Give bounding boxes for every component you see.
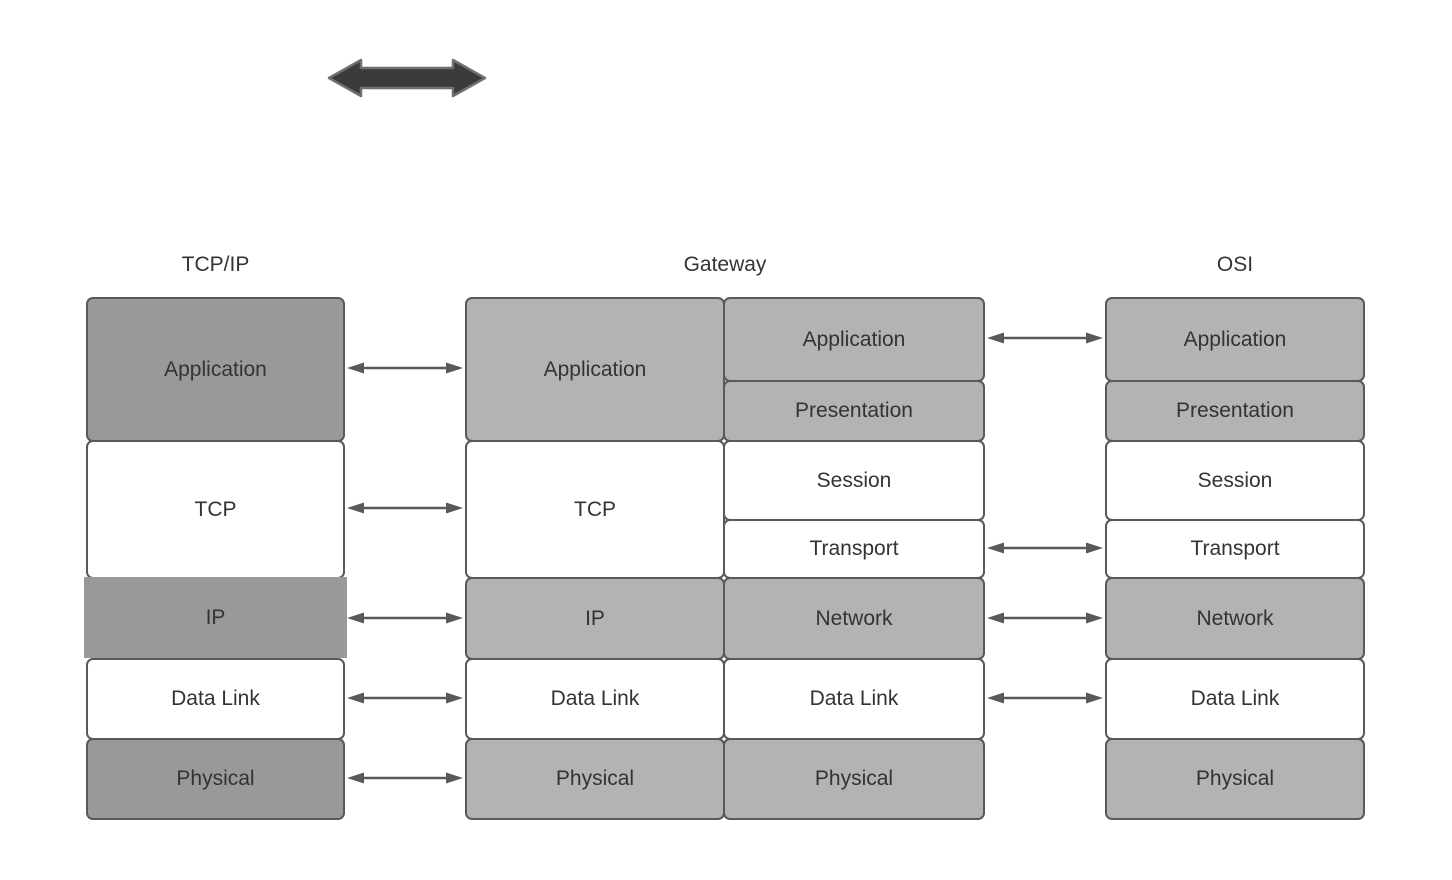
arrow-gateway-osi-network xyxy=(987,612,1103,624)
gateway-right-layer-network: Network xyxy=(723,577,985,660)
osi-layer-application: Application xyxy=(1105,297,1365,382)
gateway-right-layer-physical: Physical xyxy=(723,738,985,820)
osi-layer-physical: Physical xyxy=(1105,738,1365,820)
gateway-left-layer-data-link: Data Link xyxy=(465,658,725,740)
tcpip-layer-tcp: TCP xyxy=(86,440,345,579)
column-header-osi: OSI xyxy=(1216,253,1254,276)
arrow-gateway-osi-transport xyxy=(987,542,1103,554)
column-header-tcpip: TCP/IP xyxy=(181,253,250,276)
tcpip-layer-application: Application xyxy=(86,297,345,442)
horizontal-double-arrow-icon xyxy=(327,58,487,98)
arrow-tcpip-gateway-tcp xyxy=(347,502,463,514)
arrow-gateway-osi-data-link xyxy=(987,692,1103,704)
gateway-right-layer-transport: Transport xyxy=(723,519,985,579)
arrow-tcpip-gateway-data-link xyxy=(347,692,463,704)
gateway-right-layer-presentation: Presentation xyxy=(723,380,985,442)
tcpip-layer-physical: Physical xyxy=(86,738,345,820)
tcpip-layer-data-link: Data Link xyxy=(86,658,345,740)
osi-layer-presentation: Presentation xyxy=(1105,380,1365,442)
column-header-gateway: Gateway xyxy=(683,253,767,276)
gateway-left-layer-application: Application xyxy=(465,297,725,442)
osi-layer-network: Network xyxy=(1105,577,1365,660)
osi-layer-session: Session xyxy=(1105,440,1365,521)
osi-layer-data-link: Data Link xyxy=(1105,658,1365,740)
gateway-left-layer-physical: Physical xyxy=(465,738,725,820)
osi-layer-transport: Transport xyxy=(1105,519,1365,579)
gateway-right-layer-session: Session xyxy=(723,440,985,521)
gateway-right-layer-data-link: Data Link xyxy=(723,658,985,740)
arrow-tcpip-gateway-ip xyxy=(347,612,463,624)
gateway-right-layer-application: Application xyxy=(723,297,985,382)
arrow-tcpip-gateway-physical xyxy=(347,772,463,784)
gateway-left-layer-ip: IP xyxy=(465,577,725,660)
gateway-left-layer-tcp: TCP xyxy=(465,440,725,579)
tcpip-layer-ip: IP xyxy=(84,577,347,658)
arrow-tcpip-gateway-application xyxy=(347,362,463,374)
arrow-gateway-osi-application xyxy=(987,332,1103,344)
